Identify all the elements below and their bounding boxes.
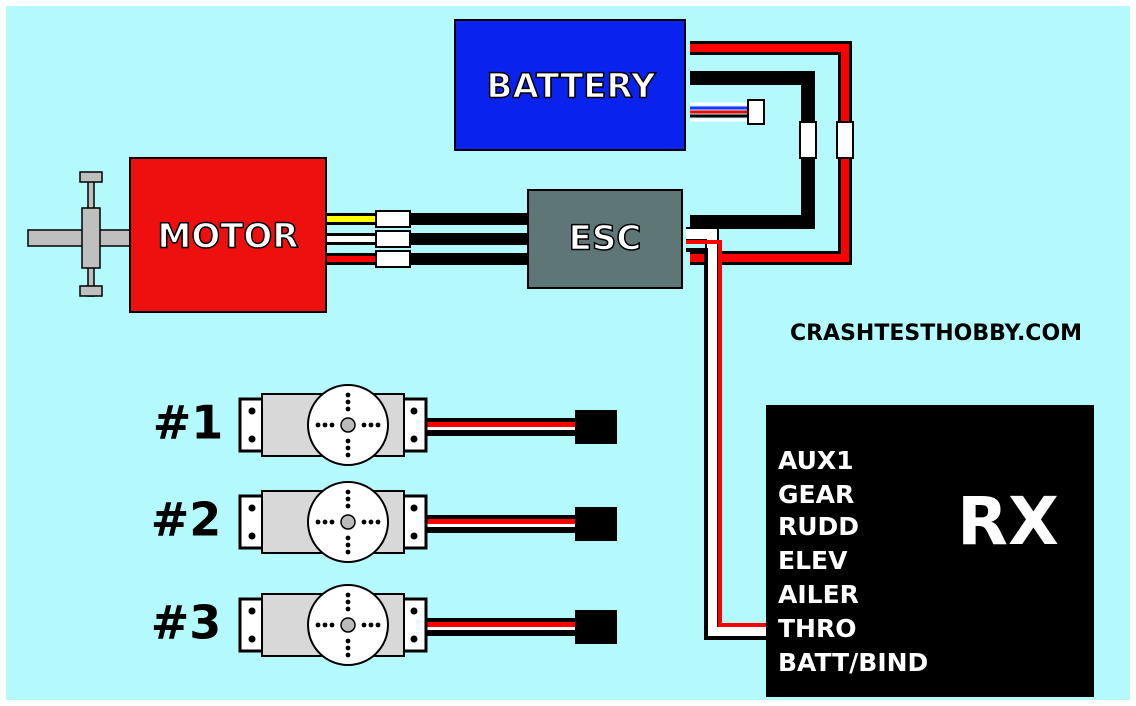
battery: BATTERY (454, 19, 686, 151)
rx-channel-elev: ELEV (778, 546, 848, 575)
servo-3-label: #3 (151, 596, 222, 650)
esc-signal-lead (686, 227, 766, 640)
esc-label: ESC (569, 219, 642, 259)
servo-3: #3 (151, 584, 617, 666)
servo-2-label: #2 (151, 493, 222, 547)
servo-2: #2 (151, 481, 617, 563)
servo-1-label: #1 (153, 396, 224, 450)
battery-leads (690, 41, 854, 265)
rx-channel-thro: THRO (778, 614, 856, 643)
servo-1-plug (575, 410, 617, 444)
rx-label: RX (957, 483, 1059, 560)
rx-channel-rudd: RUDD (778, 512, 859, 541)
motor-leads (326, 210, 530, 268)
rx-channel-ailer: AILER (778, 580, 859, 609)
watermark-text: CRASHTESTHOBBY.COM (790, 321, 1082, 346)
motor: MOTOR (129, 157, 327, 313)
rx-channel-batt-bind: BATT/BIND (778, 648, 928, 677)
propeller-adapter (27, 171, 135, 297)
battery-connector-black (799, 121, 817, 159)
servo-1: #1 (153, 384, 617, 466)
motor-label: MOTOR (157, 217, 298, 257)
balance-plug (747, 99, 765, 125)
rx-channel-aux1: AUX1 (778, 446, 854, 475)
esc: ESC (527, 189, 683, 289)
battery-connector-red (836, 121, 854, 159)
receiver: RX AUX1 GEAR RUDD ELEV AILER THRO BATT/B… (766, 405, 1094, 697)
servo-2-plug (575, 507, 617, 541)
battery-label: BATTERY (487, 67, 656, 107)
rx-channel-gear: GEAR (778, 480, 854, 509)
servo-3-plug (575, 610, 617, 644)
